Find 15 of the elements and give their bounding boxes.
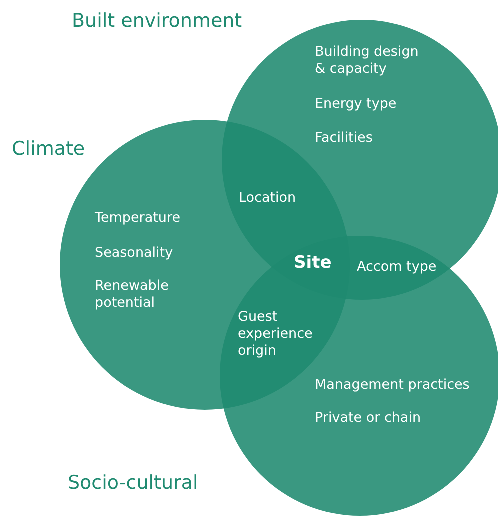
factor-text: Facilities [315,130,374,147]
factor-text: Seasonality [95,245,174,262]
factor-text: Private or chain [315,410,422,427]
factor-text: Management practices [315,377,471,394]
factor-text: Building design & capacity [315,44,420,78]
set-heading: Climate [12,138,86,160]
factor-text: Temperature [95,210,182,227]
centre-label: Site [294,255,332,272]
overlap-label: Accom type [357,259,438,276]
factor-text: Energy type [315,96,398,113]
overlap-label: Location [239,190,298,207]
set-heading: Socio-cultural [68,472,198,494]
factor-text: Renewable potential [95,278,170,312]
set-heading: Built environment [72,10,242,32]
overlap-label: Guest experience origin [238,309,313,360]
